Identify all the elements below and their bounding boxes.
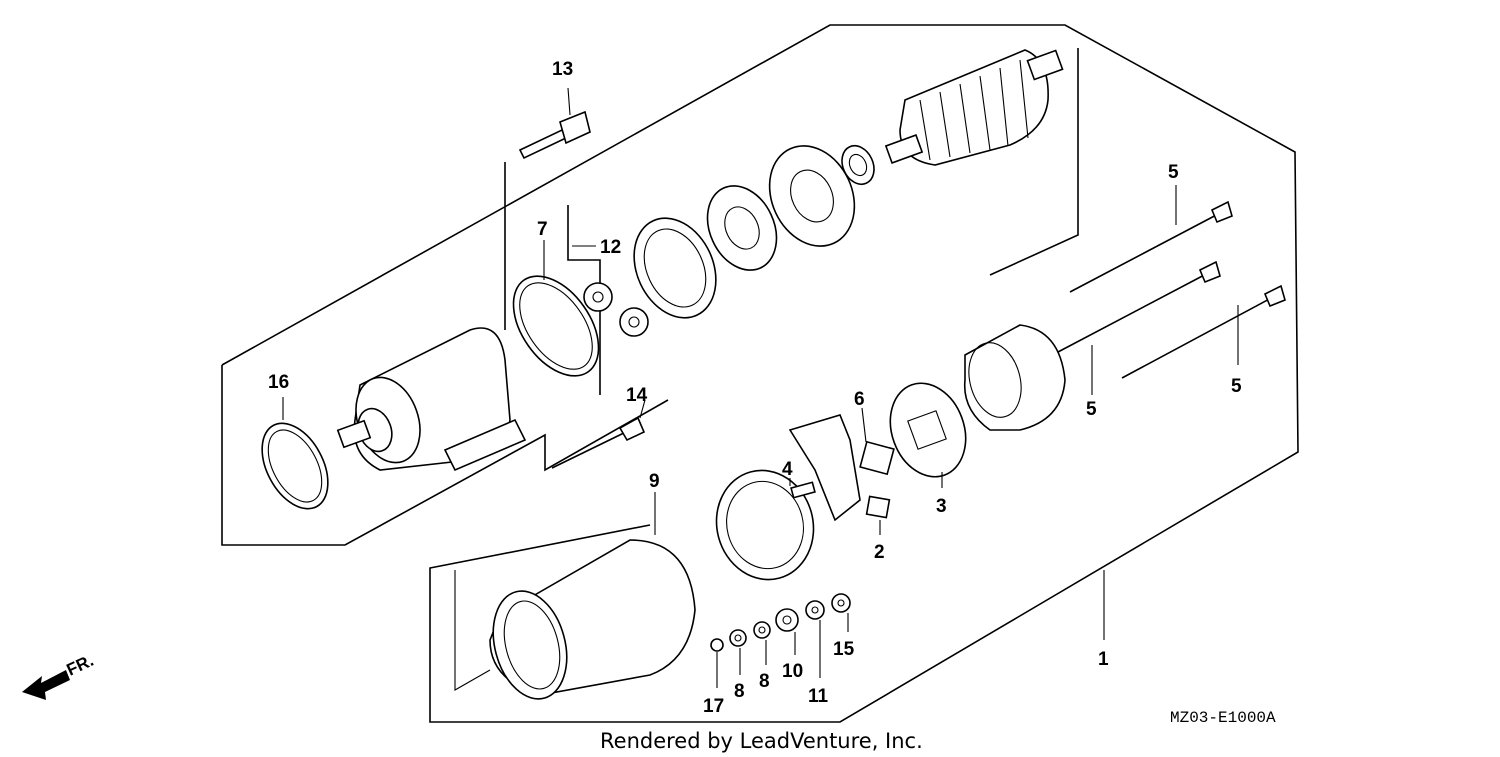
callout-17: 17 bbox=[703, 696, 724, 717]
diagram-code: MZ03-E1000A bbox=[1170, 709, 1276, 727]
assembly-outline bbox=[221, 24, 1299, 723]
internal-gear bbox=[633, 217, 717, 319]
brush-housing bbox=[715, 469, 815, 581]
brush-6 bbox=[859, 407, 895, 476]
front-arrow-icon bbox=[22, 670, 70, 700]
callout-11: 11 bbox=[808, 686, 829, 707]
callout-6: 6 bbox=[854, 389, 865, 410]
planetary-gears-12 bbox=[572, 245, 649, 337]
front-direction-indicator: FR. bbox=[22, 651, 97, 700]
o-ring-16 bbox=[261, 397, 329, 510]
callout-16: 16 bbox=[268, 372, 289, 393]
callout-5b: 5 bbox=[1086, 399, 1097, 420]
brush-bracket bbox=[788, 414, 861, 522]
callout-3: 3 bbox=[936, 496, 947, 517]
front-label: FR. bbox=[64, 651, 97, 680]
callout-8b: 8 bbox=[759, 671, 770, 692]
armature bbox=[884, 49, 1064, 166]
front-housing bbox=[336, 327, 527, 472]
brush-2 bbox=[865, 495, 891, 535]
washer-large bbox=[706, 185, 778, 271]
bolt-4 bbox=[789, 478, 816, 499]
yoke-9 bbox=[489, 492, 696, 700]
callout-8a: 8 bbox=[734, 681, 745, 702]
rear-cover bbox=[963, 324, 1066, 431]
through-bolts-5 bbox=[1057, 185, 1286, 395]
bolt-13 bbox=[518, 87, 591, 160]
brush-holder-3 bbox=[889, 382, 967, 488]
o-ring-7 bbox=[512, 240, 600, 377]
callout-14: 14 bbox=[626, 385, 648, 406]
callout-1: 1 bbox=[1098, 649, 1109, 670]
callout-labels: 1 2 3 4 5 5 5 6 7 8 8 9 10 11 12 13 14 1… bbox=[268, 59, 1242, 717]
callout-13: 13 bbox=[552, 59, 573, 80]
cover-plate bbox=[768, 145, 856, 247]
callout-15: 15 bbox=[833, 639, 855, 660]
callout-5c: 5 bbox=[1231, 376, 1242, 397]
callout-12: 12 bbox=[600, 237, 621, 258]
bolt-14 bbox=[551, 399, 646, 469]
callout-7: 7 bbox=[537, 219, 548, 240]
callout-10: 10 bbox=[782, 661, 803, 682]
small-hardware bbox=[710, 570, 1105, 688]
callout-9: 9 bbox=[649, 471, 660, 492]
credit-text: Rendered by LeadVenture, Inc. bbox=[600, 729, 923, 753]
callout-5a: 5 bbox=[1168, 162, 1179, 183]
callout-4: 4 bbox=[782, 459, 793, 480]
callout-2: 2 bbox=[874, 542, 885, 563]
washer-small bbox=[841, 144, 875, 186]
